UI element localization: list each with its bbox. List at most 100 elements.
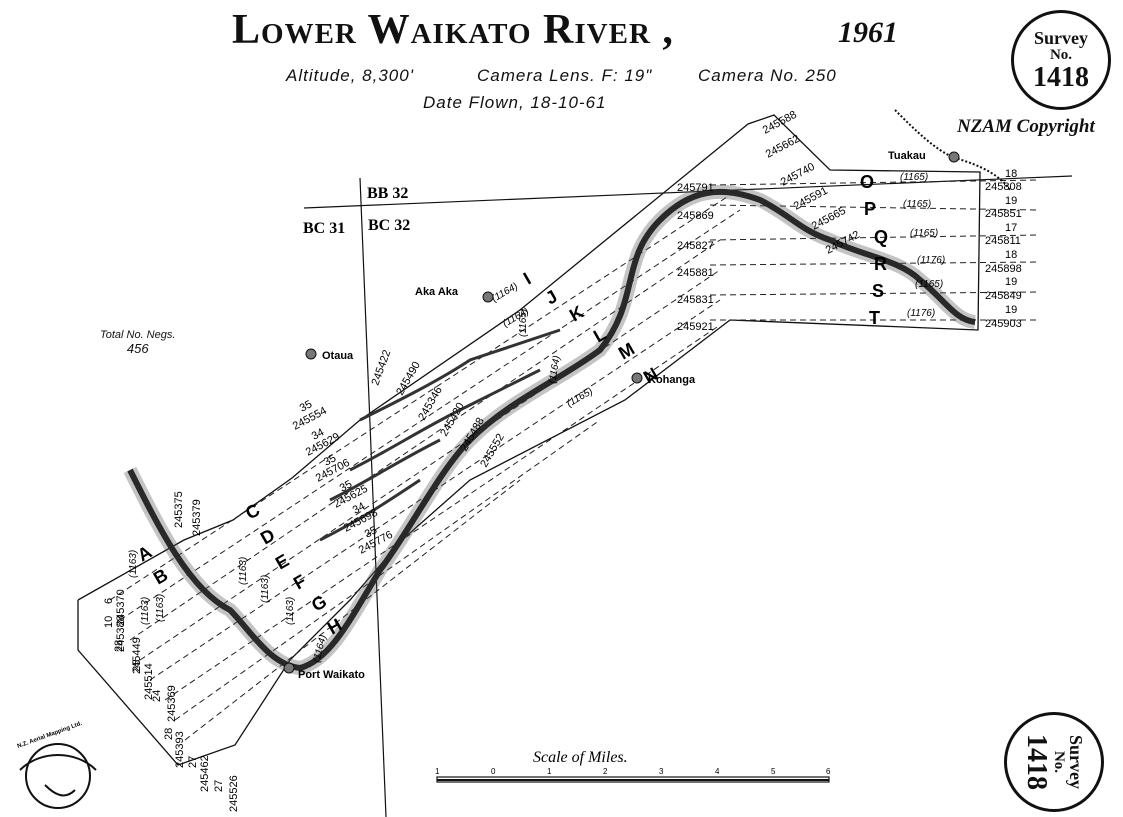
strip-letter-o: O	[860, 172, 874, 192]
run-height: (1164)	[547, 355, 563, 385]
negative-number: 35	[322, 452, 338, 468]
scale-tick: 1	[435, 767, 440, 776]
total-negatives-value: 456	[126, 341, 149, 356]
negative-number: 245591	[792, 185, 830, 213]
tuakau-marker	[948, 151, 960, 163]
strip-letter-g: G	[308, 591, 330, 615]
negative-number: 35	[338, 478, 354, 494]
run-height: (1165)	[518, 309, 529, 337]
port-waikato-label: Port Waikato	[298, 669, 365, 681]
strip-letter-f: F	[290, 571, 310, 594]
run-height: (1176)	[907, 308, 935, 319]
negative-number: 19	[1005, 304, 1017, 316]
negative-number: 245831	[677, 294, 714, 306]
run-height: (1165)	[910, 228, 938, 239]
total-negatives-label: Total No. Negs.	[100, 329, 176, 341]
total-negatives: Total No. Negs. 456	[100, 329, 175, 355]
date-flown-label: Date Flown, 18-10-61	[423, 93, 607, 112]
map-year: 1961	[838, 16, 898, 49]
negative-number: 245869	[677, 210, 714, 222]
stamp-number: 1418	[1033, 62, 1089, 93]
otaua-label: Otaua	[322, 350, 354, 362]
coverage-boundary	[77, 114, 981, 766]
grid-line-vertical	[359, 177, 387, 817]
negative-number: 245881	[677, 267, 714, 279]
negative-number: 245662	[764, 133, 802, 161]
negative-number: 245851	[985, 208, 1022, 220]
negative-number: 10	[103, 616, 115, 628]
run-height: (1163)	[140, 597, 151, 625]
strip-letter-e: E	[272, 550, 292, 573]
scale-tick: 1	[547, 767, 552, 776]
strip-letter-r: R	[874, 254, 887, 274]
strip-letter-t: T	[869, 308, 880, 328]
negative-number: 245898	[985, 263, 1022, 275]
negative-number: 245370	[115, 589, 127, 626]
stamp-no: No.	[1049, 47, 1073, 63]
copyright-label: NZAM Copyright	[957, 116, 1095, 137]
negative-number: 17	[1005, 222, 1017, 234]
scale-tick: 0	[491, 767, 496, 776]
negative-number: 24	[151, 690, 163, 702]
scale-tick: 6	[826, 767, 831, 776]
camera-number-label: Camera No. 250	[698, 66, 837, 85]
survey-stamp-top: Survey No. 1418	[1011, 10, 1111, 110]
scale-tick: 5	[771, 767, 776, 776]
negative-number: 245375	[173, 491, 185, 528]
negative-number: 27	[187, 756, 199, 768]
negative-number: 18	[1005, 249, 1017, 261]
negative-number: 245388	[115, 615, 127, 652]
negative-number: 245379	[191, 499, 203, 536]
otaua-marker	[305, 348, 317, 360]
scale-ticks: 1 0 1 2 3 4 5 6	[435, 767, 831, 776]
stamp-survey: Survey	[1034, 28, 1088, 48]
strip-letter-k: K	[566, 302, 587, 326]
negative-number: 19	[1005, 276, 1017, 288]
aka-aka-label: Aka Aka	[415, 286, 459, 298]
negative-number: 245740	[779, 161, 817, 189]
kohanga-label: Kohanga	[648, 374, 696, 386]
scale-bar-fill	[437, 779, 829, 781]
negative-number: 19	[1005, 195, 1017, 207]
negative-number: 27	[213, 780, 225, 792]
run-height: (1165)	[903, 199, 931, 210]
camera-lens-label: Camera Lens. F: 19"	[477, 66, 653, 85]
run-height: (1163)	[285, 597, 296, 625]
kohanga-marker	[631, 372, 643, 384]
map-title: Lower Waikato River ,	[232, 7, 674, 53]
river-hatching	[123, 184, 977, 676]
tuakau-label: Tuakau	[888, 150, 926, 162]
run-height: (1176)	[917, 255, 945, 266]
negative-number: 245490	[394, 360, 423, 398]
negative-number: 28	[113, 640, 125, 652]
negative-number: 28	[163, 728, 175, 740]
grid-sheet-bc32: BC 32	[368, 217, 410, 234]
negative-number: 245665	[810, 205, 848, 233]
negative-number: 245422	[370, 348, 394, 387]
run-height: (1163)	[128, 550, 139, 578]
negative-number: 35	[363, 524, 379, 540]
run-height: (1163)	[155, 594, 166, 622]
scale-bar: Scale of Miles. 1 0 1 2 3 4 5 6	[435, 749, 831, 783]
negative-number: 25	[131, 660, 143, 672]
strip-letter-c: C	[242, 500, 263, 524]
grid-sheet-bb32: BB 32	[367, 185, 408, 202]
delta-channels	[319, 328, 561, 542]
strip-letter-i: I	[520, 269, 534, 289]
strip-letter-q: Q	[874, 227, 888, 247]
strip-letter-p: P	[864, 199, 876, 219]
negative-number: 6	[103, 598, 115, 604]
aka-aka-marker	[482, 291, 494, 303]
negative-number: 34	[351, 500, 367, 516]
strip-letter-b: B	[150, 565, 171, 589]
right-negative-numbers: 245588 245662 245740 245591 245665 24574…	[677, 109, 1022, 333]
strip-letter-d: D	[257, 525, 278, 549]
negative-number: 245369	[166, 685, 178, 722]
strip-letter-s: S	[872, 281, 884, 301]
strip-letter-m: M	[615, 339, 638, 364]
negative-number: 245827	[677, 240, 714, 252]
negative-number: 245791	[677, 182, 714, 194]
negative-number: 245849	[985, 290, 1022, 302]
run-height: (1165)	[915, 279, 943, 290]
